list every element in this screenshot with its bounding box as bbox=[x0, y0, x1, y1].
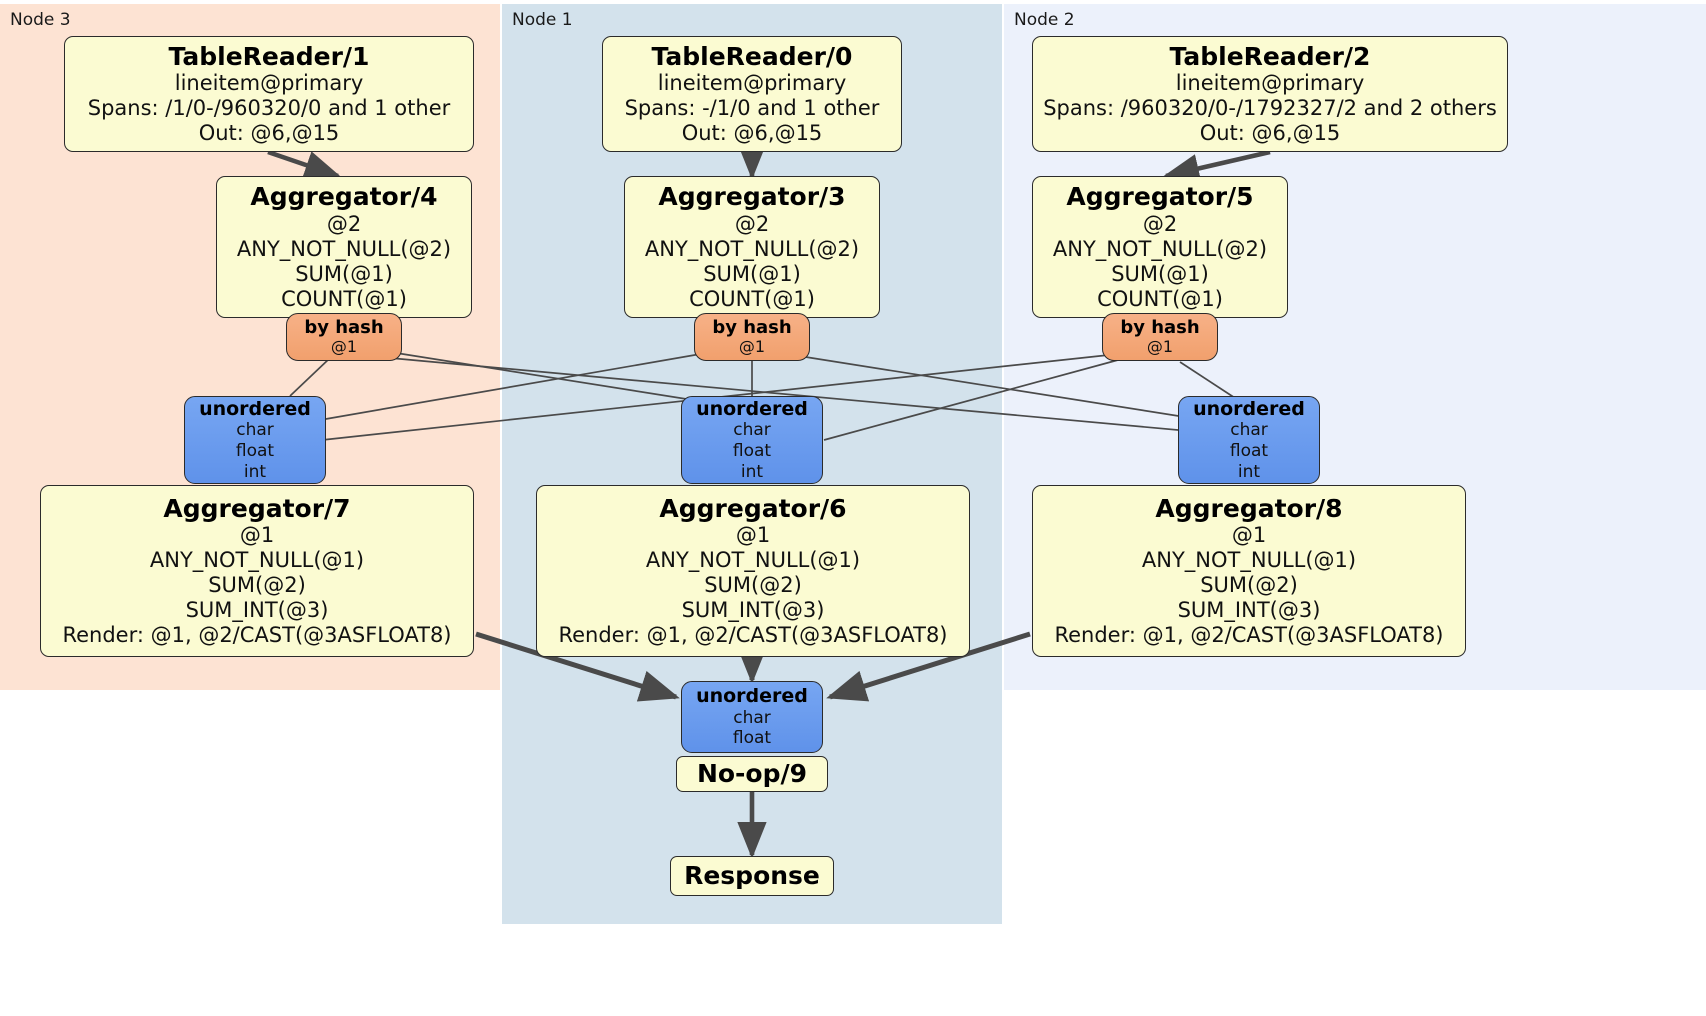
processor-line: @1 bbox=[239, 523, 275, 548]
synchronizer-title: unordered bbox=[1193, 397, 1305, 420]
processor-line: Out: @6,@15 bbox=[198, 121, 340, 146]
synchronizer-title: unordered bbox=[199, 397, 311, 420]
processor-line: SUM_INT(@3) bbox=[681, 598, 825, 623]
router-by-hash-right[interactable]: by hash @1 bbox=[1102, 313, 1218, 361]
synchronizer-unordered-final[interactable]: unordered char float bbox=[681, 681, 823, 753]
synchronizer-unordered-left[interactable]: unordered char float int bbox=[184, 396, 326, 484]
processor-line: ANY_NOT_NULL(@1) bbox=[149, 548, 365, 573]
processor-tablereader-0[interactable]: TableReader/0 lineitem@primary Spans: -/… bbox=[602, 36, 902, 152]
processor-line: lineitem@primary bbox=[657, 71, 847, 96]
processor-title: Aggregator/8 bbox=[1155, 493, 1343, 523]
processor-aggregator-6[interactable]: Aggregator/6 @1 ANY_NOT_NULL(@1) SUM(@2)… bbox=[536, 485, 970, 657]
synchronizer-title: unordered bbox=[696, 397, 808, 420]
synchronizer-unordered-right[interactable]: unordered char float int bbox=[1178, 396, 1320, 484]
processor-title: Aggregator/5 bbox=[1066, 182, 1254, 212]
processor-line: ANY_NOT_NULL(@2) bbox=[1052, 236, 1268, 261]
synchronizer-line: float bbox=[235, 441, 275, 462]
synchronizer-line: char bbox=[1230, 420, 1268, 441]
router-line: @1 bbox=[738, 336, 766, 356]
processor-title: Response bbox=[684, 861, 820, 891]
processor-line: COUNT(@1) bbox=[1097, 286, 1223, 311]
processor-line: @2 bbox=[1142, 211, 1178, 236]
processor-noop-9[interactable]: No-op/9 bbox=[676, 756, 828, 792]
processor-line: ANY_NOT_NULL(@2) bbox=[644, 236, 860, 261]
processor-line: Render: @1, @2/CAST(@3ASFLOAT8) bbox=[1054, 623, 1444, 648]
processor-line: ANY_NOT_NULL(@1) bbox=[645, 548, 861, 573]
processor-line: SUM(@1) bbox=[703, 261, 801, 286]
processor-line: COUNT(@1) bbox=[689, 286, 815, 311]
router-title: by hash bbox=[712, 316, 792, 338]
router-line: @1 bbox=[330, 336, 358, 356]
processor-title: Aggregator/4 bbox=[250, 182, 438, 212]
processor-title: TableReader/1 bbox=[168, 41, 370, 71]
processor-line: Out: @6,@15 bbox=[681, 121, 823, 146]
node-panel-label-node3: Node 3 bbox=[10, 10, 71, 30]
synchronizer-line: float bbox=[732, 441, 772, 462]
processor-line: @2 bbox=[734, 211, 770, 236]
processor-aggregator-8[interactable]: Aggregator/8 @1 ANY_NOT_NULL(@1) SUM(@2)… bbox=[1032, 485, 1466, 657]
processor-line: Spans: -/1/0 and 1 other bbox=[624, 96, 880, 121]
router-by-hash-left[interactable]: by hash @1 bbox=[286, 313, 402, 361]
processor-line: lineitem@primary bbox=[174, 71, 364, 96]
synchronizer-line: char bbox=[236, 420, 274, 441]
synchronizer-line: float bbox=[732, 728, 772, 749]
processor-line: Spans: /1/0-/960320/0 and 1 other bbox=[87, 96, 451, 121]
processor-aggregator-5[interactable]: Aggregator/5 @2 ANY_NOT_NULL(@2) SUM(@1)… bbox=[1032, 176, 1288, 318]
processor-title: TableReader/2 bbox=[1169, 41, 1371, 71]
processor-aggregator-3[interactable]: Aggregator/3 @2 ANY_NOT_NULL(@2) SUM(@1)… bbox=[624, 176, 880, 318]
router-by-hash-center[interactable]: by hash @1 bbox=[694, 313, 810, 361]
processor-line: Render: @1, @2/CAST(@3ASFLOAT8) bbox=[62, 623, 452, 648]
processor-line: Out: @6,@15 bbox=[1199, 121, 1341, 146]
synchronizer-title: unordered bbox=[696, 684, 808, 707]
router-line: @1 bbox=[1146, 336, 1174, 356]
processor-aggregator-7[interactable]: Aggregator/7 @1 ANY_NOT_NULL(@1) SUM(@2)… bbox=[40, 485, 474, 657]
synchronizer-line: char bbox=[733, 707, 771, 728]
processor-line: SUM(@1) bbox=[1111, 261, 1209, 286]
processor-line: SUM(@2) bbox=[1200, 573, 1298, 598]
synchronizer-line: int bbox=[1237, 461, 1261, 482]
synchronizer-line: float bbox=[1229, 441, 1269, 462]
processor-line: lineitem@primary bbox=[1175, 71, 1365, 96]
router-title: by hash bbox=[1120, 316, 1200, 338]
processor-line: COUNT(@1) bbox=[281, 286, 407, 311]
processor-line: SUM(@2) bbox=[208, 573, 306, 598]
processor-line: ANY_NOT_NULL(@2) bbox=[236, 236, 452, 261]
node-panel-label-node2: Node 2 bbox=[1014, 10, 1075, 30]
synchronizer-line: char bbox=[733, 420, 771, 441]
processor-title: Aggregator/7 bbox=[163, 493, 351, 523]
processor-line: Render: @1, @2/CAST(@3ASFLOAT8) bbox=[558, 623, 948, 648]
node-panel-label-node1: Node 1 bbox=[512, 10, 573, 30]
processor-line: @1 bbox=[735, 523, 771, 548]
processor-line: SUM(@1) bbox=[295, 261, 393, 286]
synchronizer-line: int bbox=[740, 461, 764, 482]
processor-line: Spans: /960320/0-/1792327/2 and 2 others bbox=[1043, 96, 1497, 121]
processor-line: ANY_NOT_NULL(@1) bbox=[1141, 548, 1357, 573]
processor-title: Aggregator/3 bbox=[658, 182, 846, 212]
processor-line: SUM_INT(@3) bbox=[185, 598, 329, 623]
processor-title: TableReader/0 bbox=[651, 41, 853, 71]
router-title: by hash bbox=[304, 316, 384, 338]
processor-response[interactable]: Response bbox=[670, 856, 834, 896]
processor-line: @1 bbox=[1231, 523, 1267, 548]
processor-aggregator-4[interactable]: Aggregator/4 @2 ANY_NOT_NULL(@2) SUM(@1)… bbox=[216, 176, 472, 318]
processor-line: @2 bbox=[326, 211, 362, 236]
processor-tablereader-2[interactable]: TableReader/2 lineitem@primary Spans: /9… bbox=[1032, 36, 1508, 152]
processor-title: Aggregator/6 bbox=[659, 493, 847, 523]
synchronizer-unordered-center[interactable]: unordered char float int bbox=[681, 396, 823, 484]
synchronizer-line: int bbox=[243, 461, 267, 482]
processor-line: SUM(@2) bbox=[704, 573, 802, 598]
processor-tablereader-1[interactable]: TableReader/1 lineitem@primary Spans: /1… bbox=[64, 36, 474, 152]
processor-line: SUM_INT(@3) bbox=[1177, 598, 1321, 623]
processor-title: No-op/9 bbox=[696, 759, 808, 789]
